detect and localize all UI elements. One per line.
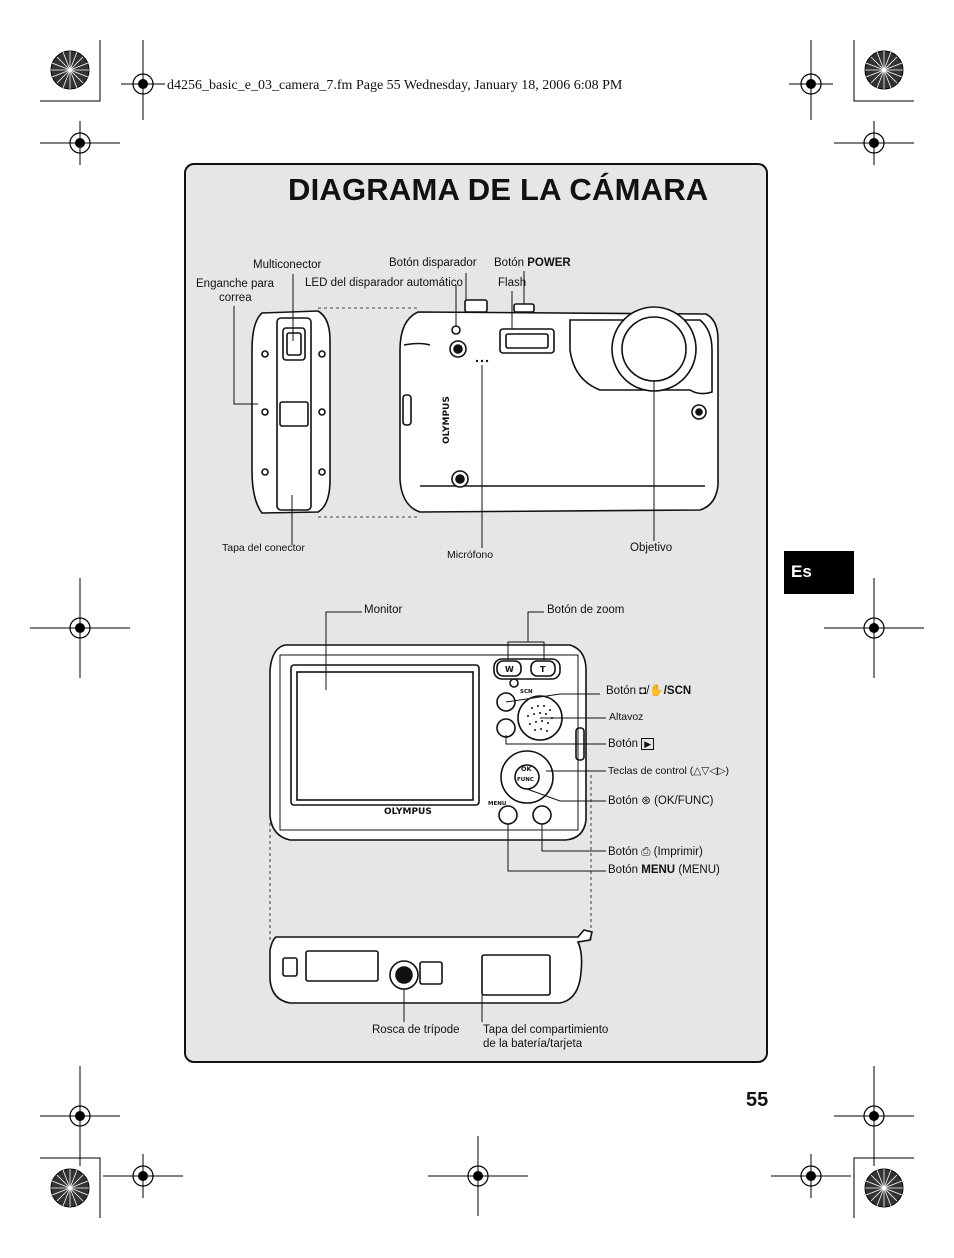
label-teclas-suffix: ) [725, 765, 730, 777]
label-boton-print-prefix: Botón [608, 846, 642, 858]
label-microfono: Micrófono [447, 549, 494, 561]
page-number: 55 [746, 1089, 769, 1111]
arrow-keys-icon: △▽◁▷ [693, 765, 726, 777]
label-boton-scn-prefix: Botón [606, 685, 640, 697]
label-boton-play: Botón ▶ [608, 738, 655, 751]
label-scn-word: /SCN [663, 685, 692, 697]
label-boton-zoom: Botón de zoom [547, 604, 625, 616]
self-timer-led [451, 325, 461, 335]
lens-inner [621, 316, 687, 382]
label-teclas: Teclas de control (△▽◁▷) [608, 765, 729, 778]
menu-mark: MENU [488, 801, 506, 807]
label-boton-disparador: Botón disparador [389, 257, 477, 269]
scn-mark: SCN [520, 689, 533, 695]
func-mark: FUNC [517, 777, 534, 783]
menu-button [498, 805, 518, 825]
print-icon: ⎙ [641, 846, 651, 858]
play-icon: ▶ [641, 738, 655, 750]
label-led: LED del disparador automático [305, 277, 463, 289]
print-button [532, 805, 552, 825]
label-flash: Flash [498, 277, 527, 289]
label-boton-play-prefix: Botón [608, 738, 642, 750]
label-rosca: Rosca de trípode [372, 1024, 460, 1036]
label-enganche-1: Enganche para [196, 278, 275, 290]
zoom-w-button [496, 660, 522, 677]
leader-lines [233, 271, 655, 1022]
label-boton-power-prefix: Botón [494, 257, 528, 269]
label-boton-ok: Botón ⊛ (OK/FUNC) [608, 795, 714, 808]
ok-icon: ⊛ [641, 795, 651, 807]
speaker-holes [527, 705, 553, 732]
back-brand-text: OLYMPUS [384, 807, 432, 817]
label-tapa-bateria-1: Tapa del compartimiento [483, 1024, 609, 1036]
label-boton-ok-suffix: (OK/FUNC) [650, 795, 714, 807]
label-boton-scn: Botón ◘/✋/SCN [606, 685, 692, 697]
label-boton-menu-prefix: Botón [608, 864, 642, 876]
label-menu-word: MENU [641, 864, 676, 876]
label-multiconector: Multiconector [253, 259, 322, 271]
label-boton-print: Botón ⎙ (Imprimir) [608, 846, 703, 859]
battery-cover [481, 954, 551, 996]
zoom-t-mark: T [540, 665, 546, 674]
label-tapa-bateria-2: de la batería/tarjeta [483, 1038, 583, 1050]
label-tapa-conector: Tapa del conector [222, 542, 305, 554]
label-boton-menu: Botón MENU (MENU) [608, 864, 720, 877]
label-enganche-2: correa [219, 292, 252, 304]
label-boton-ok-prefix: Botón [608, 795, 642, 807]
zoom-w-mark: W [505, 665, 514, 674]
camera-icon: ◘ [639, 685, 647, 697]
label-power-word: POWER [527, 257, 571, 269]
label-monitor: Monitor [364, 604, 403, 616]
play-button [496, 718, 516, 738]
zoom-t-button [530, 660, 556, 677]
page-title: DIAGRAMA DE LA CÁMARA [288, 172, 709, 207]
ok-mark: OK [521, 765, 533, 773]
label-teclas-prefix: Teclas de control ( [608, 765, 694, 777]
microphone-holes [475, 359, 489, 363]
label-objetivo: Objetivo [630, 542, 673, 554]
monitor-screen [296, 671, 474, 801]
language-tab: Es [784, 551, 854, 594]
front-brand-text: OLYMPUS [442, 396, 452, 444]
battery-lock [419, 961, 443, 985]
multiconnector-port [282, 327, 306, 361]
label-boton-menu-suffix: (MENU) [675, 864, 720, 876]
label-boton-print-suffix: (Imprimir) [650, 846, 703, 858]
flash-window [499, 328, 555, 354]
hand-icon: ✋ [649, 685, 664, 697]
label-altavoz: Altavoz [609, 711, 644, 723]
label-boton-power: Botón POWER [494, 257, 571, 270]
file-header: d4256_basic_e_03_camera_7.fm Page 55 Wed… [167, 78, 623, 93]
